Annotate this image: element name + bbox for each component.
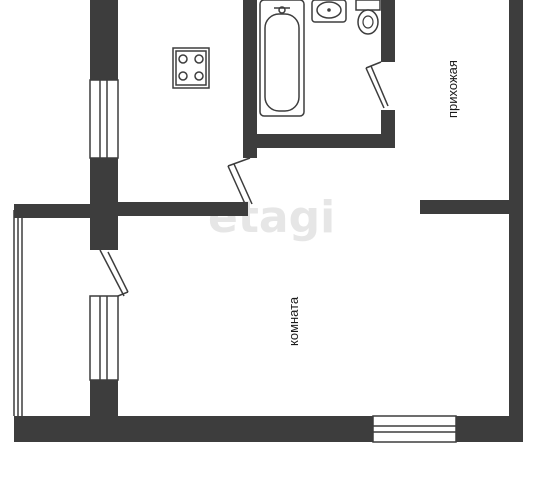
label-hallway: прихожая: [445, 60, 460, 118]
wall-kitchen-left-top: [90, 0, 118, 80]
window-bottom: [372, 415, 457, 443]
wall-room-left-bottom: [90, 380, 118, 416]
label-room: комната: [286, 296, 301, 346]
wall-kitchen-left-bottom: [90, 158, 118, 250]
stove-icon: [172, 47, 210, 89]
bathroom-wall-right-top: [381, 0, 395, 62]
door-bathroom: [365, 61, 389, 109]
bathroom-wall-left: [243, 0, 257, 158]
outer-wall-right: [509, 0, 523, 442]
window-kitchen: [89, 79, 119, 159]
balcony-wall: [13, 204, 93, 416]
bathroom-wall-bottom: [243, 134, 395, 148]
bathroom-wall-right-bottom: [381, 110, 395, 148]
outer-wall-bottom-left: [14, 416, 373, 442]
watermark: etagi: [208, 192, 335, 243]
door-balcony: [99, 249, 129, 297]
window-room: [89, 295, 119, 381]
sink-icon: [311, 0, 347, 23]
toilet-icon: [355, 0, 381, 35]
wall-kitchen-room: [118, 202, 248, 216]
wall-stub-right: [420, 200, 509, 214]
bathtub-icon: [259, 0, 305, 117]
door-kitchen: [227, 157, 253, 207]
outer-wall-bottom-right: [456, 416, 523, 442]
